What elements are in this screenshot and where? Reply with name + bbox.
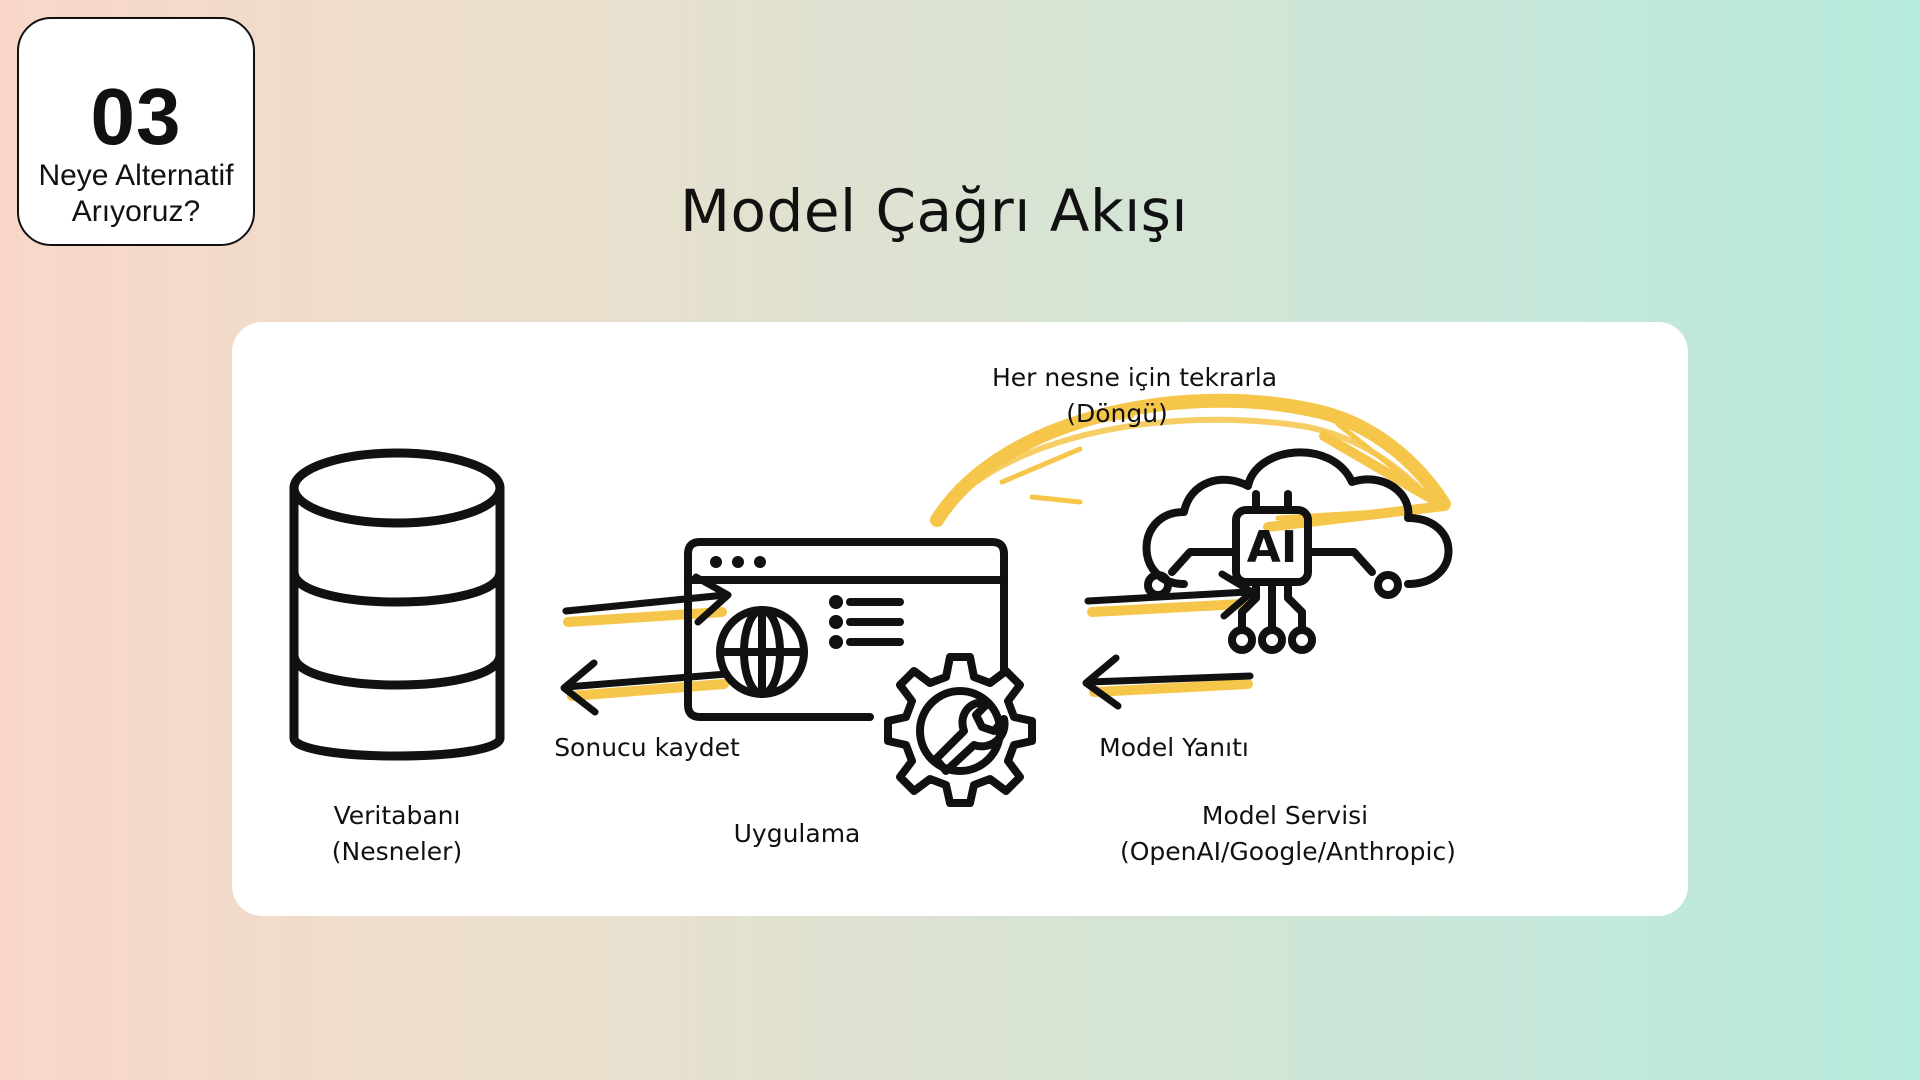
flow-diagram: AI [289, 393, 1453, 807]
section-number: 03 [90, 72, 182, 161]
list-lines-icon [829, 595, 904, 649]
service-label-line1: Model Servisi [1201, 801, 1369, 830]
browser-settings-icon [684, 538, 1008, 721]
diagram-card: AI Her nesne için tekrarla (Döngü) Verit… [232, 322, 1688, 916]
database-label-line1: Veritabanı [333, 801, 461, 830]
save-arrow-label: Sonucu kaydet [554, 733, 740, 762]
section-title-line1: Neye Alternatif [38, 159, 234, 192]
section-title-line2: Arıyoruz? [71, 195, 201, 228]
model-response-arrows [1082, 570, 1256, 710]
loop-label-line1: Her nesne için tekrarla [992, 363, 1278, 392]
gear-wrench-icon [884, 653, 1036, 807]
ai-cloud-icon: AI [1142, 448, 1453, 654]
section-badge: 03 Neye Alternatif Arıyoruz? [17, 17, 255, 246]
globe-icon [716, 606, 808, 698]
database-label-line2: (Nesneler) [331, 837, 463, 866]
save-result-arrows [560, 573, 732, 716]
loop-label-line2: (Döngü) [1066, 399, 1168, 428]
app-label: Uygulama [733, 819, 861, 848]
database-icon [289, 448, 505, 761]
service-label-line2: (OpenAI/Google/Anthropic) [1120, 837, 1456, 866]
ai-chip-label: AI [1247, 522, 1297, 573]
response-arrow-label: Model Yanıtı [1099, 733, 1249, 762]
page-title: Model Çağrı Akışı [679, 177, 1189, 245]
